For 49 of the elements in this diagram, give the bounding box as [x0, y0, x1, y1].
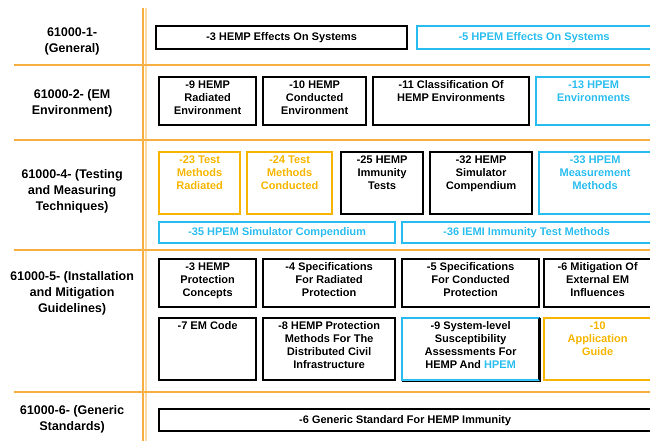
standard-box: [401, 258, 540, 308]
standard-box: [262, 76, 367, 126]
standard-box: [416, 25, 650, 50]
standard-title: -9 HEMP Radiated Environment: [172, 79, 242, 118]
standard-box: [262, 317, 396, 381]
standard-title: -13 HPEM Environments: [556, 79, 630, 105]
standard-title: -36 IEMI Immunity Test Methods: [443, 226, 610, 239]
standard-title: -6 Generic Standard For HEMP Immunity: [299, 414, 511, 426]
standard-title: -33 HPEM Measurement Methods: [558, 154, 632, 193]
standard-title: -6 Mitigation Of External EM Influences: [556, 261, 639, 300]
standard-title: -23 Test Methods Radiated: [175, 154, 224, 193]
standard-title: -25 HEMP Immunity Tests: [356, 154, 408, 193]
standard-title: -7 EM Code: [178, 320, 238, 333]
standard-box: [158, 151, 241, 215]
standard-box: [543, 258, 650, 308]
standard-box: [543, 317, 650, 381]
standard-title: -3 HEMP Protection Concepts: [179, 261, 236, 300]
standard-title: -9 System-level Susceptibility Assessments For HEMP And HPEM: [424, 320, 518, 372]
standard-title: -24 Test Methods Conducted: [260, 154, 320, 193]
standard-title: -5 Specifications For Conducted Protection: [426, 261, 516, 300]
standard-box: [155, 25, 408, 50]
series-heading: 61000-1- (General): [44, 24, 100, 56]
standard-box: [158, 221, 396, 244]
standard-title: -3 HEMP Effects On Systems: [206, 31, 357, 44]
standard-title: -10 HEMP Conducted Environment: [280, 79, 350, 118]
series-heading: 61000-4- (Testing and Measuring Techniques): [20, 166, 124, 214]
standard-title: -4 Specifications For Radiated Protection: [284, 261, 374, 300]
standard-title: -11 Classification Of HEMP Environments: [396, 79, 506, 105]
standard-box: [158, 408, 650, 432]
series-heading: 61000-6- (Generic Standards): [18, 402, 126, 434]
standard-box: [538, 151, 650, 215]
series-heading: 61000-5- (Installation and Mitigation Guidelines): [9, 268, 135, 316]
standard-title: -10 Application Guide: [566, 320, 628, 359]
series-heading: 61000-2- (EM Environment): [30, 86, 114, 118]
standard-box: [372, 76, 530, 126]
standard-box: [401, 221, 650, 244]
standard-box: [246, 151, 333, 215]
standard-title: -8 HEMP Protection Methods For The Distributed Civil Infrastructure: [277, 320, 381, 372]
standard-box: [340, 151, 424, 215]
standard-box: [262, 258, 396, 308]
standard-box: [401, 317, 540, 381]
standard-box: [429, 151, 533, 215]
standard-title: -32 HEMP Simulator Compendium: [444, 154, 518, 193]
standard-box: [158, 258, 257, 308]
standard-box: [535, 76, 650, 126]
standard-box: [158, 76, 257, 126]
standard-title: -5 HPEM Effects On Systems: [458, 31, 610, 44]
standard-title: -35 HPEM Simulator Compendium: [188, 226, 366, 239]
standard-box: [158, 317, 257, 381]
